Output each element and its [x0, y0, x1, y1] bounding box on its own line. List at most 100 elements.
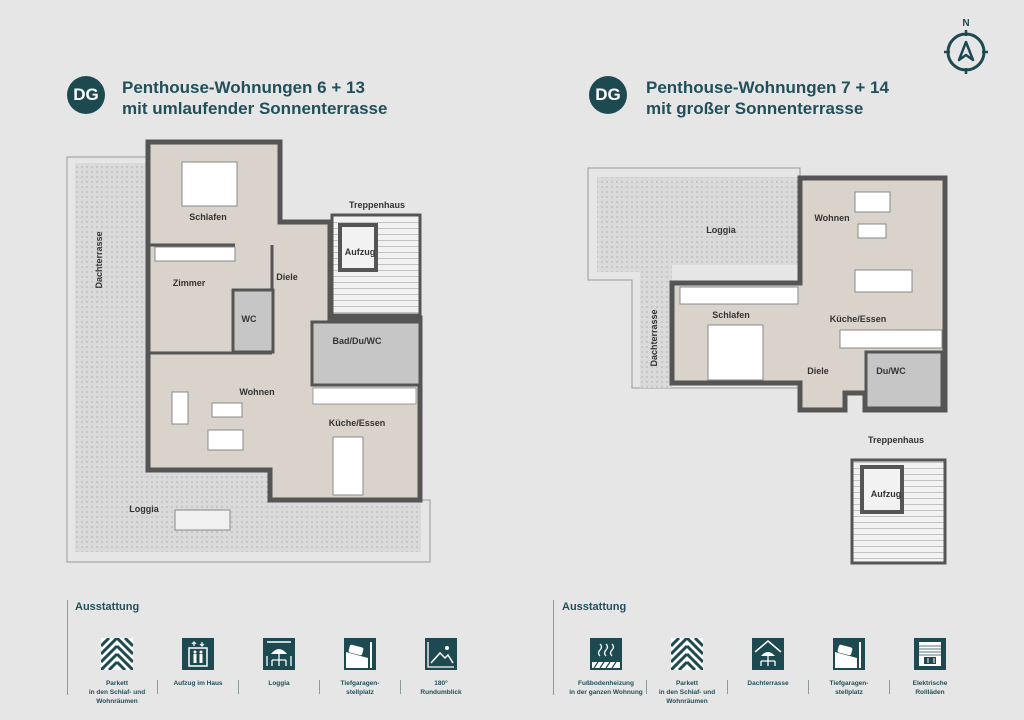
title-line-1: Penthouse-Wohnungen 6 + 13	[122, 78, 365, 97]
wc-room	[231, 288, 275, 354]
feature-label-line: Wohnräumen	[666, 698, 708, 705]
features-divider-right	[553, 600, 554, 695]
parquet-icon	[101, 638, 133, 670]
feature-label: Tiefgaragen-stellplatz	[809, 679, 889, 697]
bathroom	[310, 320, 422, 387]
feature-label-line: 180°	[434, 680, 448, 687]
dining-table	[332, 436, 364, 496]
elevator-icon	[182, 638, 214, 670]
floor-plan-left: Schlafen Zimmer Diele WC Bad/Du/WC Wohne…	[66, 139, 431, 563]
roof-terrace-icon	[752, 638, 784, 670]
room-label-kueche: Küche/Essen	[329, 418, 386, 428]
terrace-area	[75, 163, 421, 552]
room-label-wohnen: Wohnen	[814, 213, 849, 223]
feature-label: Aufzug im Haus	[158, 679, 238, 688]
kitchen-counter	[312, 387, 417, 405]
feature-item: Fußbodenheizung in der ganzen Wohnung	[566, 638, 646, 697]
feature-label-line: Loggia	[268, 680, 290, 687]
feature-label-line: Aufzug im Haus	[173, 680, 223, 687]
feature-separator	[400, 680, 401, 694]
feature-label-line: Dachterrasse	[747, 680, 789, 687]
feature-label: Fußbodenheizung in der ganzen Wohnung	[566, 679, 646, 697]
feature-separator	[646, 680, 647, 694]
feature-item: Tiefgaragen-stellplatz	[809, 638, 889, 697]
bed	[181, 161, 238, 207]
feature-item: 180° Rundumblick	[401, 638, 481, 697]
elevator-shaft	[338, 223, 378, 272]
feature-separator	[808, 680, 809, 694]
feature-label-line: Fußbodenheizung	[578, 680, 634, 687]
feature-label-line: in den Schlaf- und	[658, 689, 716, 696]
room-label-aufzug: Aufzug	[345, 247, 376, 257]
panorama-icon	[425, 638, 457, 670]
floor-plan-right: Wohnen Loggia Schlafen Küche/Essen Diele…	[587, 167, 948, 565]
room-label-kueche: Küche/Essen	[830, 314, 887, 324]
compass-label: N	[962, 18, 969, 29]
feature-separator	[727, 680, 728, 694]
floor-plans: Schlafen Zimmer Diele WC Bad/Du/WC Wohne…	[66, 139, 948, 565]
room-label-diele: Diele	[807, 366, 829, 376]
garage-icon	[833, 638, 865, 670]
compass-north-icon: N	[940, 14, 992, 81]
dining-table	[854, 269, 913, 293]
room-label-dachterrasse: Dachterrasse	[94, 231, 104, 288]
title-line-2: mit umlaufender Sonnenterrasse	[122, 99, 388, 118]
terrace-table	[174, 509, 231, 531]
feature-label-line: stellplatz	[346, 689, 374, 696]
features-divider-left	[67, 600, 68, 695]
room-label-diele: Diele	[276, 272, 298, 282]
floor-heating-icon	[590, 638, 622, 670]
feature-label: Tiefgaragen-stellplatz	[320, 679, 400, 697]
shower-room	[864, 350, 944, 410]
feature-item: Tiefgaragen-stellplatz	[320, 638, 400, 697]
feature-item: Aufzug im Haus	[158, 638, 238, 688]
feature-item: Loggia	[239, 638, 319, 688]
features-title-left: Ausstattung	[75, 601, 140, 613]
feature-label: 180° Rundumblick	[401, 679, 481, 697]
room-label-treppenhaus: Treppenhaus	[868, 435, 924, 445]
title-line-2: mit großer Sonnenterrasse	[646, 99, 864, 118]
room-label-wohnen: Wohnen	[239, 387, 274, 397]
feature-label: Loggia	[239, 679, 319, 688]
feature-label-line: Rollläden	[915, 689, 945, 696]
parquet-icon	[671, 638, 703, 670]
room-label-schlafen: Schlafen	[189, 212, 227, 222]
room-label-duwc: Du/WC	[876, 366, 906, 376]
feature-separator	[157, 680, 158, 694]
feature-label-line: in der ganzen Wohnung	[569, 689, 643, 696]
title-right: Penthouse-Wohnungen 7 + 14 mit großer So…	[646, 77, 889, 119]
features-title-right: Ausstattung	[562, 601, 627, 613]
room-label-dachterrasse: Dachterrasse	[649, 309, 659, 366]
feature-label-line: stellplatz	[835, 689, 863, 696]
feature-item: Dachterrasse	[728, 638, 808, 688]
feature-label-line: Elektrische	[912, 680, 948, 687]
room-label-wc: WC	[242, 314, 257, 324]
room-label-bad: Bad/Du/WC	[333, 336, 382, 346]
shutter-icon	[914, 638, 946, 670]
feature-label: Dachterrasse	[728, 679, 808, 688]
bed	[707, 324, 764, 381]
feature-label-line: Tiefgaragen-	[829, 680, 869, 687]
room-label-aufzug: Aufzug	[871, 489, 902, 499]
floor-badge-right: DG	[589, 76, 627, 114]
feature-separator	[238, 680, 239, 694]
feature-separator	[889, 680, 890, 694]
feature-label-line: Rundumblick	[420, 689, 462, 696]
room-label-loggia: Loggia	[706, 225, 736, 235]
title-left: Penthouse-Wohnungen 6 + 13 mit umlaufend…	[122, 77, 387, 119]
room-label-treppenhaus: Treppenhaus	[349, 200, 405, 210]
kitchen-counter	[839, 329, 943, 349]
room-label-schlafen: Schlafen	[712, 310, 750, 320]
title-line-1: Penthouse-Wohnungen 7 + 14	[646, 78, 889, 97]
feature-label-line: Parkett	[675, 680, 699, 687]
garage-icon	[344, 638, 376, 670]
feature-label-line: Wohnräumen	[96, 698, 138, 705]
feature-label-line: Tiefgaragen-	[340, 680, 380, 687]
feature-label-line: Parkett	[105, 680, 129, 687]
